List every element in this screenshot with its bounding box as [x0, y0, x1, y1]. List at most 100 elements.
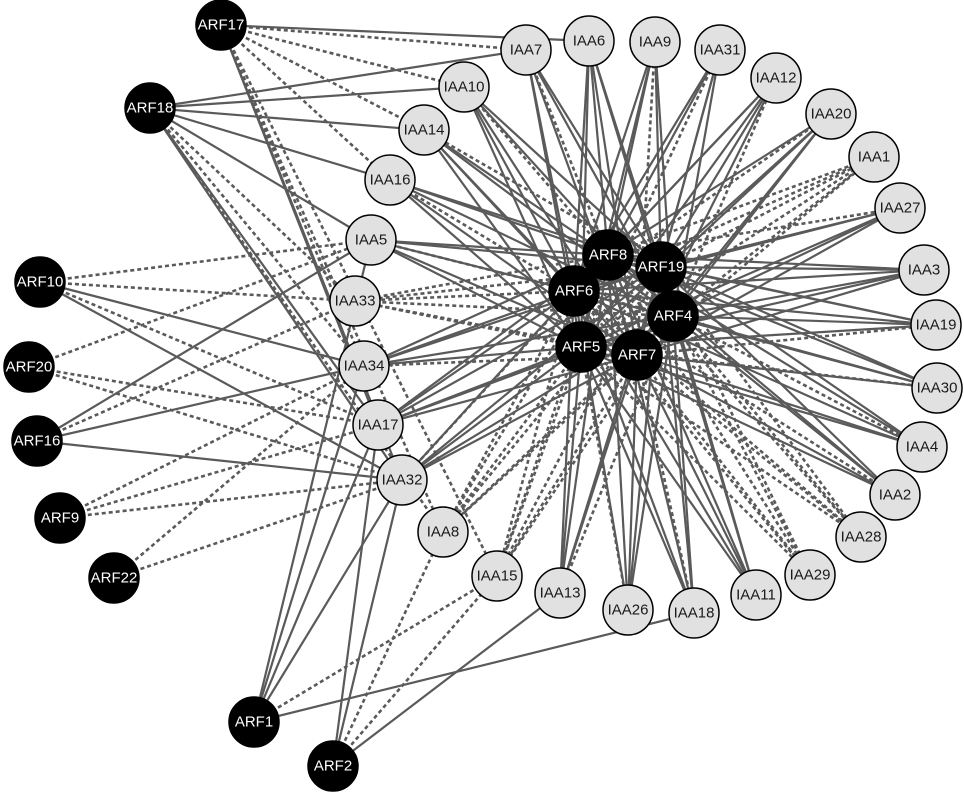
- node-label: IAA4: [906, 439, 939, 456]
- edge-arf19-iaa9: [653, 41, 663, 268]
- edge-arf5-iaa32: [401, 346, 582, 481]
- node-circle: [582, 229, 634, 281]
- node-label: IAA3: [908, 262, 941, 279]
- node-iaa20: IAA20: [805, 88, 857, 140]
- edge-arf10-iaa17: [39, 280, 379, 427]
- edge-arf19-iaa4: [660, 266, 923, 448]
- edge-arf7-iaa11: [636, 354, 757, 596]
- node-circle: [911, 362, 963, 414]
- edge-arf5-iaa17: [377, 345, 582, 427]
- node-label: IAA29: [790, 567, 831, 584]
- node-circle: [398, 104, 450, 156]
- node-arf16: ARF16: [11, 415, 63, 467]
- node-label: ARF1: [235, 714, 273, 731]
- node-iaa34: IAA34: [338, 340, 390, 392]
- node-label: IAA31: [700, 42, 741, 59]
- edge-arf4-iaa27: [672, 207, 901, 317]
- node-circle: [195, 0, 247, 51]
- node-label: ARF5: [562, 339, 600, 356]
- node-circle: [555, 321, 607, 373]
- edge-arf6-iaa34: [363, 289, 575, 368]
- node-iaa31: IAA31: [694, 24, 746, 76]
- edge-arf5-iaa29: [580, 346, 811, 576]
- node-circle: [417, 506, 469, 558]
- edge-arf8-iaa7: [524, 49, 610, 256]
- edge-arf7-iaa16: [389, 179, 638, 356]
- node-circle: [34, 492, 86, 544]
- node-circle: [750, 52, 802, 104]
- edge-arf4-iaa18: [671, 315, 696, 614]
- node-iaa8: IAA8: [417, 506, 469, 558]
- node-iaa29: IAA29: [784, 549, 836, 601]
- node-iaa27: IAA27: [874, 182, 926, 234]
- node-label: IAA11: [736, 587, 776, 604]
- node-circle: [438, 61, 490, 113]
- node-label: IAA5: [355, 232, 388, 249]
- edge-arf10-iaa33: [39, 280, 356, 303]
- node-label: ARF10: [17, 274, 64, 291]
- edge-arf4-iaa1: [672, 155, 875, 318]
- edge-arf4-iaa3: [672, 268, 925, 318]
- edge-arf5-iaa20: [580, 113, 832, 348]
- node-arf1: ARF1: [228, 696, 280, 748]
- node-label: ARF2: [314, 758, 352, 775]
- node-label: ARF22: [91, 570, 138, 587]
- node-circle: [534, 567, 586, 619]
- node-arf9: ARF9: [34, 492, 86, 544]
- edge-arf6-iaa33: [354, 289, 575, 303]
- edge-arf7-iaa9: [635, 41, 657, 356]
- node-circle: [896, 421, 948, 473]
- edge-arf16-iaa32: [36, 439, 403, 482]
- edge-arf8-iaa20: [607, 113, 832, 256]
- edge-arf8-iaa6: [587, 40, 610, 256]
- edge-arf4-iaa34: [363, 314, 674, 368]
- edge-arf19-iaa12: [660, 77, 777, 268]
- edge-arf4-iaa14: [423, 129, 674, 317]
- edge-arf9-iaa17: [59, 423, 379, 520]
- node-iaa15: IAA15: [471, 550, 523, 602]
- edge-arf1-iaa15: [253, 574, 498, 724]
- node-circle: [835, 511, 887, 563]
- edge-arf9-iaa32: [59, 478, 403, 520]
- edge-arf7-iaa26: [626, 354, 639, 611]
- edge-arf7-iaa33: [354, 299, 638, 357]
- node-arf10: ARF10: [14, 256, 66, 308]
- node-iaa18: IAA18: [668, 587, 720, 639]
- edge-arf4-iaa4: [672, 314, 923, 449]
- node-circle: [376, 454, 428, 506]
- node-circle: [228, 696, 280, 748]
- edge-arf5-iaa8: [441, 346, 583, 533]
- edge-arf8-iaa8: [441, 254, 610, 533]
- edge-arf18-iaa14: [149, 106, 425, 132]
- node-label: IAA14: [404, 122, 445, 139]
- edge-arf18-iaa33: [149, 107, 356, 302]
- node-circle: [329, 275, 381, 327]
- node-label: IAA1: [858, 149, 891, 166]
- node-label: IAA10: [444, 79, 485, 96]
- node-circle: [88, 552, 140, 604]
- node-label: IAA13: [540, 585, 581, 602]
- node-iaa32: IAA32: [376, 454, 428, 506]
- edge-arf22-iaa32: [113, 478, 403, 580]
- node-iaa10: IAA10: [438, 61, 490, 113]
- edge-arf7-iaa29: [635, 354, 812, 576]
- edge-arf6-iaa6: [572, 40, 591, 292]
- node-iaa19: IAA19: [910, 299, 962, 351]
- edge-arf7-iaa28: [636, 353, 862, 539]
- edge-arf5-iaa14: [423, 129, 582, 348]
- node-arf19: ARF19: [635, 241, 687, 293]
- node-iaa4: IAA4: [896, 421, 948, 473]
- node-circle: [611, 329, 663, 381]
- edge-arf7-iaa30: [636, 353, 938, 390]
- node-circle: [898, 244, 950, 296]
- edge-arf10-iaa32: [39, 281, 403, 481]
- node-label: IAA33: [335, 293, 376, 310]
- edge-arf7-iaa6: [587, 40, 639, 356]
- node-circle: [910, 299, 962, 351]
- node-label: IAA7: [510, 42, 543, 59]
- edge-arf8-iaa11: [606, 254, 758, 596]
- edge-arf5-iaa12: [580, 77, 777, 348]
- edge-arf2-iaa32: [331, 479, 404, 767]
- edge-arf6-iaa1: [573, 155, 875, 293]
